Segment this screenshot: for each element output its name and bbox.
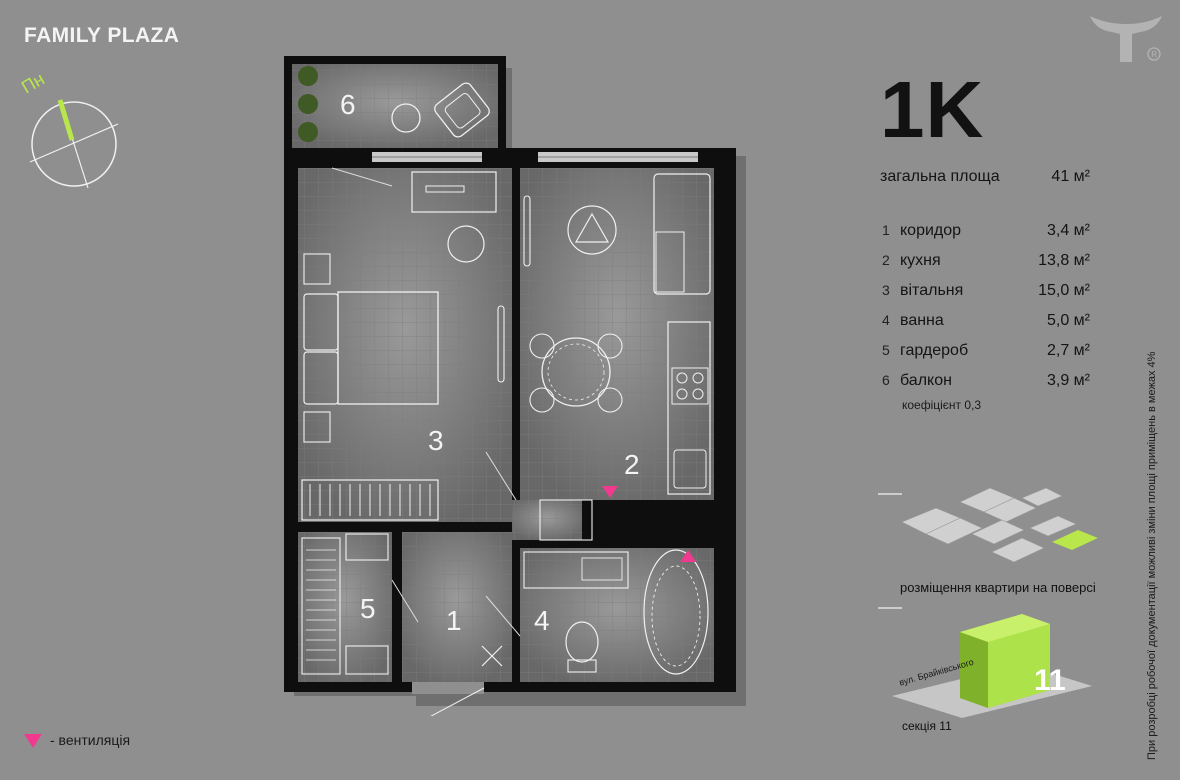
room-row: 1 коридор 3,4 м² [880,222,1090,252]
vanity-icon [523,551,629,589]
room-area: 2,7 м² [1046,342,1090,359]
plant-icon [298,66,318,86]
plant-icon [298,122,318,142]
sink-icon [673,449,707,489]
area-disclaimer: При розробці робочої документації можлив… [1146,351,1158,760]
legend: - вентиляція [24,732,131,749]
legend-text: - вентиляція [50,732,131,748]
room-num: 5 [882,342,890,358]
balcony-coefficient: коефіцієнт 0,3 [902,398,982,412]
room-name: балкон [900,372,952,389]
room-num: 2 [882,252,890,268]
room-num: 4 [882,312,890,328]
wardrobe-unit-icon [301,479,439,521]
brand-logo-text: FAMILY PLAZA [24,24,180,47]
room-num: 3 [882,282,890,298]
room-row: 5 гардероб 2,7 м² [880,342,1090,372]
room-number-6: 6 [340,89,356,120]
room-row: 6 балкон 3,9 м² [880,372,1090,402]
room-list: 1 коридор 3,4 м² 2 кухня 13,8 м² 3 вітал… [880,222,1090,402]
room-name: ванна [900,312,944,329]
room-row: 3 вітальня 15,0 м² [880,282,1090,312]
armchair-icon [434,82,490,138]
room-area: 3,9 м² [1046,372,1090,389]
apartment-type: 1K [880,65,985,154]
sofa-icon [653,173,711,295]
room-row: 4 ванна 5,0 м² [880,312,1090,342]
room-area: 5,0 м² [1046,312,1090,329]
compass-north-indicator: Пн [20,69,119,189]
svg-text:R: R [1151,50,1157,59]
table-lamp-icon [567,205,617,255]
total-area-label: загальна площа [880,168,1000,185]
fridge-icon [539,499,593,541]
room-number-5: 5 [360,593,376,624]
room-name: коридор [900,222,962,239]
section-number: 11 [1034,664,1066,697]
room-num: 1 [882,222,890,238]
section-location-diagram: 11 [878,607,1092,718]
floor-location-caption: розміщення квартири на поверсі [900,580,1096,595]
room-area: 3,4 м² [1046,222,1090,239]
north-label: Пн [20,69,48,98]
section-label: секція 11 [902,719,952,733]
floor-plan: 6 3 2 5 1 4 [284,56,746,716]
room-name: гардероб [900,342,969,359]
tv-stand-icon [497,305,505,383]
desk-icon [411,171,497,213]
room-number-4: 4 [534,605,550,636]
plant-icon [298,94,318,114]
ventilation-marker-icon [680,550,696,562]
brand-mark-icon: R [1090,16,1162,62]
dining-table-icon [541,337,611,407]
room-num: 6 [882,372,890,388]
total-area-value: 41 м² [1051,168,1090,185]
desk-chair-icon [447,225,485,263]
room-area: 13,8 м² [1038,252,1090,269]
nightstand-icon [303,411,331,443]
entry-mark-icon [481,645,503,667]
stove-icon [671,367,709,405]
room-number-1: 1 [446,605,462,636]
ventilation-marker-icon [602,486,618,498]
room-name: кухня [900,252,941,269]
nightstand-icon [303,253,331,285]
room-name: вітальня [900,282,964,299]
floor-location-diagram [878,487,1098,563]
bathtub-icon [643,549,709,675]
ventilation-icon [24,734,42,749]
highlighted-apartment [1052,530,1098,550]
room-row: 2 кухня 13,8 м² [880,252,1090,282]
toilet-icon [565,621,599,673]
side-table-icon [391,103,421,133]
kitchen-counter-icon [667,321,711,495]
room-number-2: 2 [624,449,640,480]
room-area: 15,0 м² [1038,282,1090,299]
room-number-3: 3 [428,425,444,456]
